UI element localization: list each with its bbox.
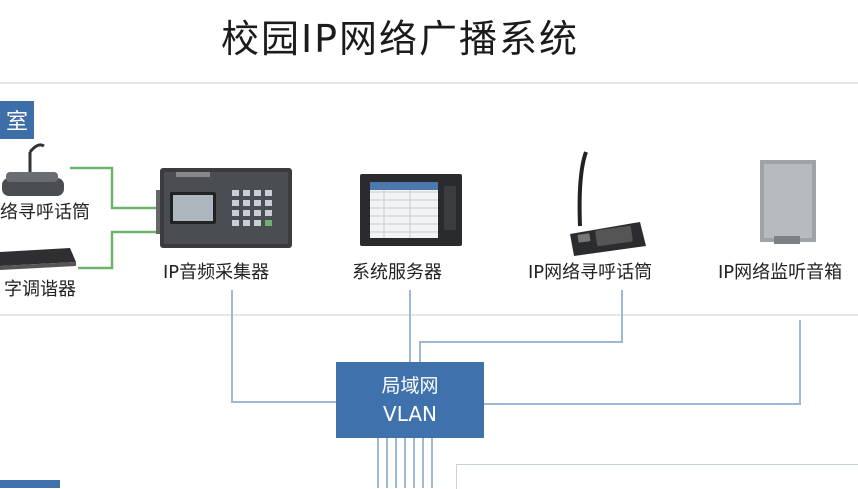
room-tag: 室 [0, 101, 34, 139]
diagram-title: 校园IP网络广播系统 [220, 17, 580, 61]
tuner-icon [0, 248, 76, 270]
audio-collector-icon [156, 168, 292, 248]
server-icon [360, 174, 462, 246]
collector-label: IP音频采集器 [163, 262, 270, 283]
server-label: 系统服务器 [352, 262, 442, 283]
speaker-label: IP网络监听音箱 [718, 262, 843, 283]
vlan-line1: 局域网 [381, 375, 439, 397]
tuner-to-collector-wire [78, 230, 156, 270]
middle-divider [0, 314, 858, 316]
top-divider [0, 82, 858, 84]
paging-mic-icon [2, 143, 64, 196]
speaker-icon [760, 160, 816, 244]
speaker-to-vlan-wire [484, 320, 801, 405]
bottom-right-block [456, 464, 858, 489]
left-tuner-label: 字调谐器 [4, 279, 76, 300]
collector-to-vlan-wire [231, 290, 336, 403]
bottom-left-block [0, 480, 60, 488]
mic-to-collector-wire [70, 166, 156, 210]
ip-mic-label: IP网络寻呼话筒 [528, 262, 653, 283]
vlan-line2: VLAN [383, 402, 437, 426]
vlan-node: 局域网 VLAN [336, 362, 484, 438]
ip-paging-mic-icon [570, 151, 646, 256]
ipmic-to-vlan-wire [419, 290, 623, 362]
left-mic-label: 络寻呼话筒 [0, 202, 90, 223]
